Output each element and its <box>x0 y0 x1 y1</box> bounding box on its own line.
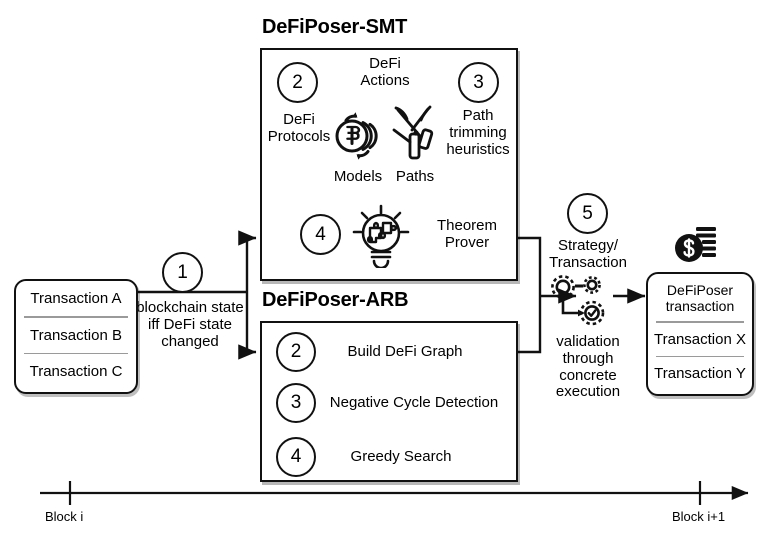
step-2-arb-badge: 2 <box>276 332 316 372</box>
pruning-shears-icon <box>390 104 442 162</box>
divider <box>656 355 744 358</box>
step-4-arb-badge: 4 <box>276 437 316 477</box>
list-item: Transaction X <box>654 330 746 348</box>
theorem-prover-label: Theorem Prover <box>436 217 498 251</box>
models-label: Models <box>333 168 383 185</box>
paths-label: Paths <box>395 168 435 185</box>
list-item: Transaction B <box>30 326 122 344</box>
output-card-title: DeFiPoser transaction <box>665 282 735 315</box>
lightbulb-puzzle-icon <box>350 202 412 270</box>
step-2-smt-badge: 2 <box>277 62 318 103</box>
section-title-smt: DeFiPoser-SMT <box>262 16 408 38</box>
output-transactions-card: DeFiPoser transaction Transaction X Tran… <box>646 272 754 396</box>
path-trimming-heuristics-label: Path trimming heuristics <box>446 107 510 158</box>
greedy-search-label: Greedy Search <box>350 448 452 465</box>
divider <box>24 316 128 318</box>
build-defi-graph-label: Build DeFi Graph <box>347 343 463 360</box>
input-transactions-card: Transaction A Transaction B Transaction … <box>14 279 138 394</box>
step-5-badge: 5 <box>567 193 608 234</box>
defi-actions-label: DeFi Actions <box>360 55 410 89</box>
step-4-smt-badge: 4 <box>300 214 341 255</box>
strategy-transaction-label: Strategy/ Transaction <box>549 237 627 271</box>
list-item: Transaction A <box>30 290 122 307</box>
step-3-smt-badge: 3 <box>458 62 499 103</box>
defi-protocols-label: DeFi Protocols <box>267 111 331 145</box>
step-1-badge: 1 <box>162 252 203 293</box>
divider <box>656 321 744 323</box>
list-item: Transaction C <box>29 363 123 380</box>
dollar-coins-icon <box>672 224 720 266</box>
blockchain-state-caption: blockchain state iff DeFi state changed <box>136 299 244 350</box>
coins-bitcoin-icon <box>330 104 386 160</box>
step-3-arb-badge: 3 <box>276 383 316 423</box>
timeline-end-label: Block i+1 <box>672 509 726 524</box>
timeline-start-label: Block i <box>45 509 84 524</box>
gears-validation-icon <box>546 272 616 330</box>
divider <box>24 352 128 354</box>
section-title-arb: DeFiPoser-ARB <box>262 289 409 311</box>
list-item: Transaction Y <box>654 365 746 383</box>
validation-caption: validation through concrete execution <box>555 333 621 401</box>
negative-cycle-detection-label: Negative Cycle Detection <box>329 394 499 411</box>
